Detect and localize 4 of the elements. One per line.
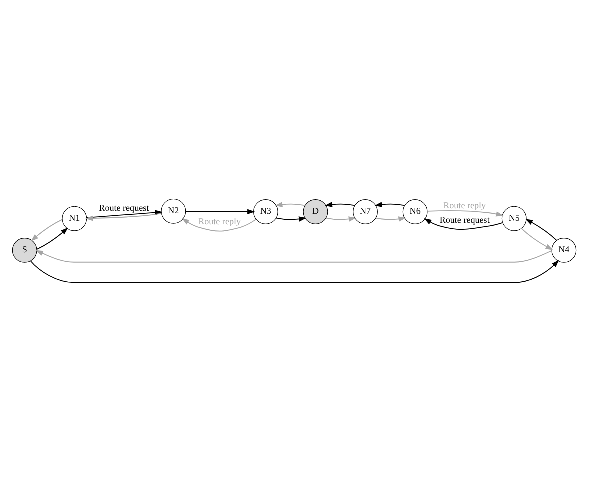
- edge-label: Route request: [99, 202, 150, 212]
- edge-label: Route reply: [198, 216, 242, 226]
- edge-label: Route request: [440, 214, 490, 225]
- edge-label: Route reply: [444, 200, 486, 210]
